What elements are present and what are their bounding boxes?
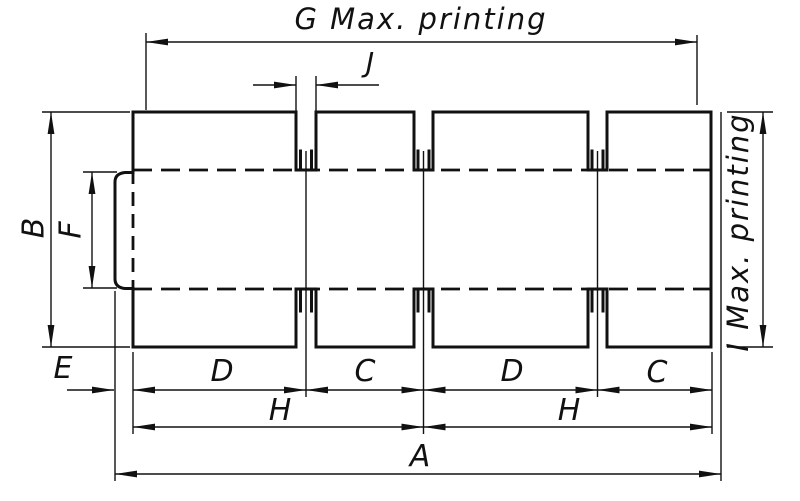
top-flap-2 xyxy=(314,110,416,172)
label-e: E xyxy=(54,351,73,386)
extension-lines xyxy=(42,33,773,481)
top-flap-3 xyxy=(431,110,590,172)
dimension-labels: G Max. printing J B F E D C D C H H A I … xyxy=(17,2,756,474)
bottom-flap-1 xyxy=(131,287,298,349)
dimension-lines xyxy=(47,38,767,478)
top-flap-1 xyxy=(131,110,298,172)
label-f: F xyxy=(54,221,89,239)
label-i-max-printing: I Max. printing xyxy=(721,112,755,351)
fold-lines xyxy=(131,168,711,291)
glue-flap xyxy=(113,171,135,290)
label-g-max-printing: G Max. printing xyxy=(294,2,547,36)
carton-outline xyxy=(113,110,713,349)
label-d-right: D xyxy=(500,354,523,389)
label-c-left: C xyxy=(355,354,376,389)
label-c-right: C xyxy=(647,355,668,390)
label-b: B xyxy=(17,218,52,239)
label-h-left: H xyxy=(269,393,292,428)
label-j: J xyxy=(361,46,374,79)
bottom-flap-4 xyxy=(605,287,713,349)
label-d-left: D xyxy=(210,354,233,389)
crease-lines xyxy=(305,151,599,434)
label-h-right: H xyxy=(558,393,581,428)
slot-notches xyxy=(294,149,609,313)
bottom-flap-2 xyxy=(314,287,416,349)
bottom-flap-3 xyxy=(431,287,590,349)
top-flap-4 xyxy=(605,110,713,172)
label-a: A xyxy=(408,439,431,474)
